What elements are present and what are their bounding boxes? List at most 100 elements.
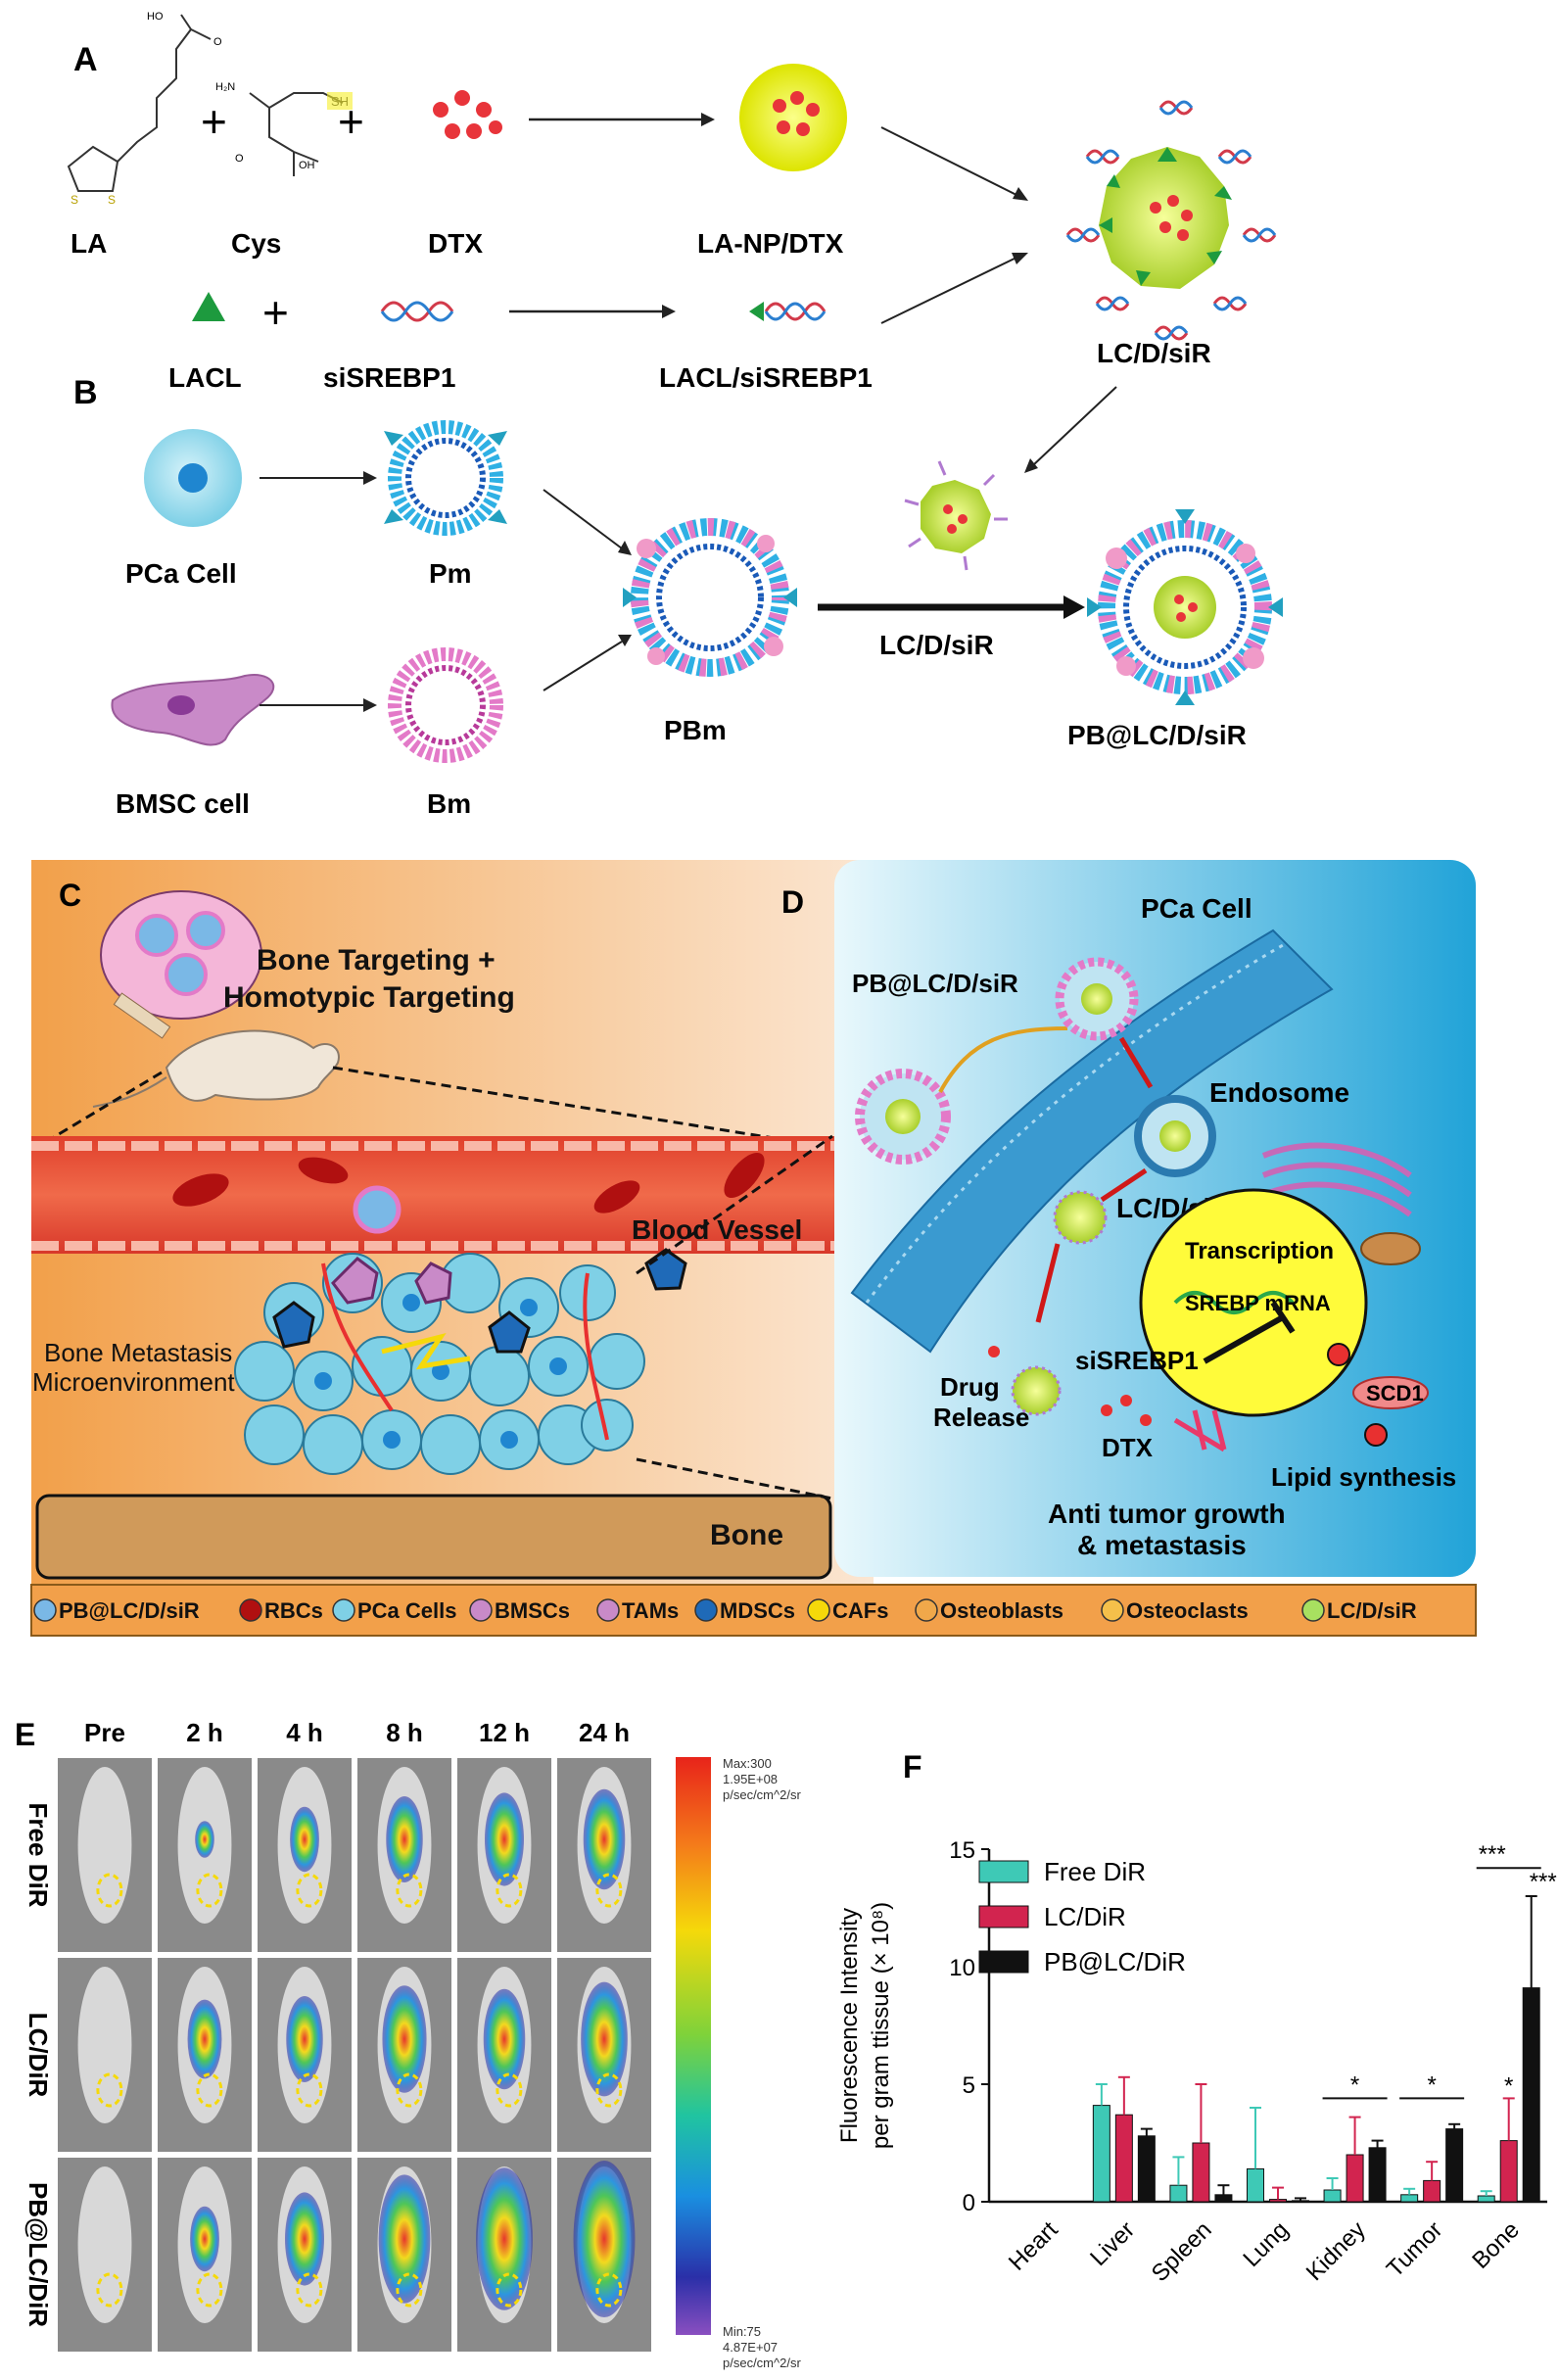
label-bone: Bone xyxy=(710,1519,783,1551)
bm-membrane-vesicle xyxy=(388,647,503,763)
fluorescence-signal xyxy=(573,2161,636,2317)
x-tick-label: Tumor xyxy=(1382,2216,1447,2282)
label-sisrebp1: siSREBP1 xyxy=(323,362,455,393)
block-icon-1 xyxy=(1327,1343,1350,1366)
bar xyxy=(1423,2179,1441,2203)
label-lipid-synthesis: Lipid synthesis xyxy=(1271,1462,1456,1492)
arrowhead xyxy=(618,635,632,646)
legend-swatch-icon xyxy=(1101,1598,1124,1622)
x-tick-label: Lung xyxy=(1238,2216,1294,2272)
color-scale-bar xyxy=(676,1757,711,2335)
label-drug: Drug xyxy=(940,1372,1000,1402)
label-cys: Cys xyxy=(231,228,281,259)
label-pb-lcd-sir-d: PB@LC/D/siR xyxy=(852,969,1018,998)
legend-item-label: CAFs xyxy=(832,1598,888,1623)
lacl-sirna-complex-icon xyxy=(749,302,827,321)
label-sisrebp1-d: siSREBP1 xyxy=(1075,1346,1199,1375)
arrowhead xyxy=(363,471,377,485)
scd1-badge xyxy=(1352,1376,1429,1409)
arrowhead xyxy=(363,698,377,712)
bar xyxy=(1477,2195,1495,2203)
significance-label: * xyxy=(1504,2073,1513,2100)
label-scd1: SCD1 xyxy=(1366,1381,1424,1405)
legend-swatch-icon xyxy=(332,1598,355,1622)
significance-label: * xyxy=(1427,2071,1436,2098)
label-blood-vessel: Blood Vessel xyxy=(632,1214,802,1245)
y-tick-label: 5 xyxy=(963,2072,975,2099)
timepoint-label: 12 h xyxy=(479,1718,530,1747)
arrow-pm-to-pbm xyxy=(543,489,623,549)
x-tick-label: Liver xyxy=(1085,2216,1140,2271)
label-lacl: LACL xyxy=(168,362,242,393)
arrowhead xyxy=(1024,458,1038,473)
pm-membrane-vesicle xyxy=(384,420,507,536)
cys-struct-h2n: H₂N xyxy=(215,81,235,93)
fluorescence-signal xyxy=(484,1792,525,1886)
dtx-dots-d xyxy=(988,1346,1152,1426)
fluorescence-signal xyxy=(476,2167,533,2310)
label-lacl-sisrebp1: LACL/siSREBP1 xyxy=(659,362,873,393)
fluorescence-signal xyxy=(286,1996,323,2082)
row-label: LC/DiR xyxy=(24,2013,53,2098)
microtubule-icon xyxy=(1173,1409,1227,1452)
pb-lcd-sir-in-vessel xyxy=(353,1185,402,1234)
tumor-region-marker xyxy=(96,2272,123,2308)
arrow-to-endosome xyxy=(1118,1036,1154,1089)
legend-swatch-icon xyxy=(596,1598,620,1622)
x-tick-label: Bone xyxy=(1467,2216,1525,2274)
zoom-line-d-top xyxy=(636,1134,833,1275)
scale-min-text: Min:75 4.87E+07 p/sec/cm^2/sr xyxy=(723,2324,801,2370)
tumor-region-marker xyxy=(496,2072,523,2108)
label-bone-metastasis: Bone Metastasis xyxy=(44,1338,232,1367)
x-tick-label: Kidney xyxy=(1301,2216,1371,2286)
arrowhead xyxy=(662,305,676,318)
tumor-cluster xyxy=(234,1248,687,1475)
mouse-icon xyxy=(92,1029,340,1108)
label-pm: Pm xyxy=(429,558,472,589)
label-release: Release xyxy=(933,1403,1029,1432)
tumor-region-marker xyxy=(296,2072,323,2108)
plus-sign: + xyxy=(262,287,289,338)
legend-swatch-icon xyxy=(1301,1598,1325,1622)
sh-highlight xyxy=(327,92,353,110)
legend-swatch xyxy=(978,1950,1029,1974)
bar xyxy=(1522,1987,1540,2203)
bar xyxy=(1499,2140,1518,2203)
zoom-line-right xyxy=(332,1066,824,1148)
legend-swatch-icon xyxy=(915,1598,938,1622)
arrowhead xyxy=(1063,595,1085,619)
panel-b-letter: B xyxy=(73,374,98,411)
legend-item-label: BMSCs xyxy=(495,1598,570,1623)
fluorescence-signal xyxy=(386,1796,423,1882)
legend-item-label: MDSCs xyxy=(720,1598,795,1623)
legend-item-label: Osteoclasts xyxy=(1126,1598,1249,1623)
timepoint-label: Pre xyxy=(84,1718,125,1747)
bar xyxy=(1114,2114,1133,2203)
lipoic-acid-structure xyxy=(67,14,212,192)
tumor-region-marker xyxy=(496,1873,523,1908)
mouse-body xyxy=(77,1967,132,2123)
tumor-region-marker xyxy=(396,2072,423,2108)
fluorescence-signal xyxy=(195,1821,214,1858)
pb-particle-entering-core xyxy=(1081,983,1112,1015)
panel-b: B PCa Cell Pm BMSC cell Bm xyxy=(73,374,1283,819)
panel-c-letter: C xyxy=(59,878,81,913)
label-pca-cell-d: PCa Cell xyxy=(1141,893,1252,924)
legend-swatch-icon xyxy=(694,1598,718,1622)
fluorescence-signal xyxy=(187,1999,222,2079)
label-anti-tumor-line1: Anti tumor growth xyxy=(1048,1499,1286,1529)
tumor-region-marker xyxy=(595,2072,623,2108)
arrowhead xyxy=(618,541,632,555)
label-dtx-d: DTX xyxy=(1102,1433,1154,1462)
pb-lcd-sir-product xyxy=(1087,509,1283,705)
label-pb-lcd-sir: PB@LC/D/siR xyxy=(1067,720,1247,750)
legend-item-label: PCa Cells xyxy=(357,1598,457,1623)
legend-bar-background xyxy=(30,1584,1477,1637)
bar xyxy=(1092,2105,1110,2203)
y-axis-label-line1: Fluorescence Intensity xyxy=(836,1908,863,2143)
